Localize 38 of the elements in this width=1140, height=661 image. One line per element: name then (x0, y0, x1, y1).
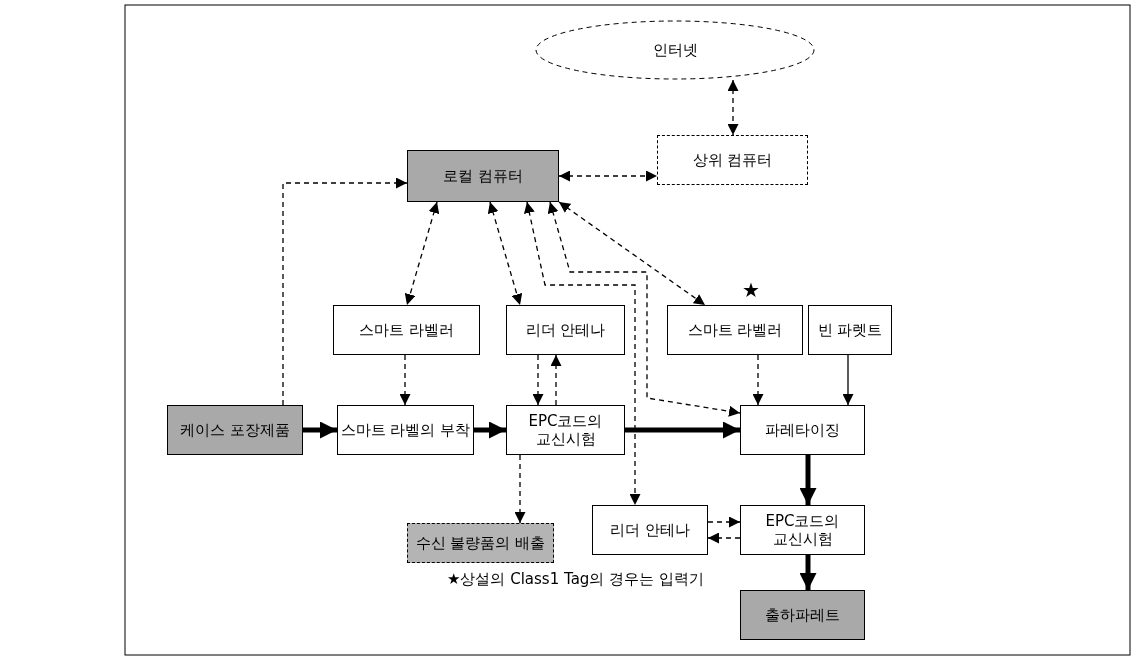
arrow (523, 201, 641, 506)
footnote: ★상설의 Class1 Tag의 경우는 입력기 (447, 569, 705, 590)
process-box: 파레타이징 (740, 405, 865, 455)
arrow (799, 455, 817, 505)
arrow (487, 201, 523, 306)
process-box: 출하파레트 (740, 590, 865, 640)
process-box: 케이스 포장제품 (167, 405, 303, 455)
arrow (514, 454, 526, 524)
process-box: 리더 안테나 (592, 505, 708, 555)
arrow (799, 555, 817, 590)
arrow (532, 354, 544, 406)
arrow (842, 354, 854, 406)
arrow (550, 354, 562, 406)
arrow (404, 201, 440, 306)
arrow (303, 421, 337, 439)
star-note-mark: ★ (742, 280, 760, 300)
process-box: 수신 불량품의 배출 (407, 523, 554, 563)
arrow (558, 170, 658, 182)
process-box: 스마트 라벨의 부착 (337, 405, 474, 455)
arrow (282, 177, 408, 406)
arrow (399, 354, 411, 406)
process-box: EPC코드의 교신시험 (740, 505, 865, 555)
process-box: 스마트 라벨러 (333, 305, 480, 355)
arrow (707, 516, 741, 528)
arrow (727, 79, 739, 136)
process-box: EPC코드의 교신시험 (506, 405, 625, 455)
arrow (474, 421, 506, 439)
process-box: 리더 안테나 (506, 305, 625, 355)
arrow (752, 354, 764, 406)
process-box: 상위 컴퓨터 (657, 135, 808, 185)
process-box: 로컬 컴퓨터 (407, 150, 559, 202)
arrow (625, 421, 740, 439)
process-box: 빈 파렛트 (808, 305, 892, 355)
arrow (558, 201, 706, 306)
arrow (707, 532, 741, 544)
cloud-ellipse: 인터넷 (535, 20, 815, 80)
process-box: 스마트 라벨러 (667, 305, 803, 355)
arrow (547, 201, 741, 417)
